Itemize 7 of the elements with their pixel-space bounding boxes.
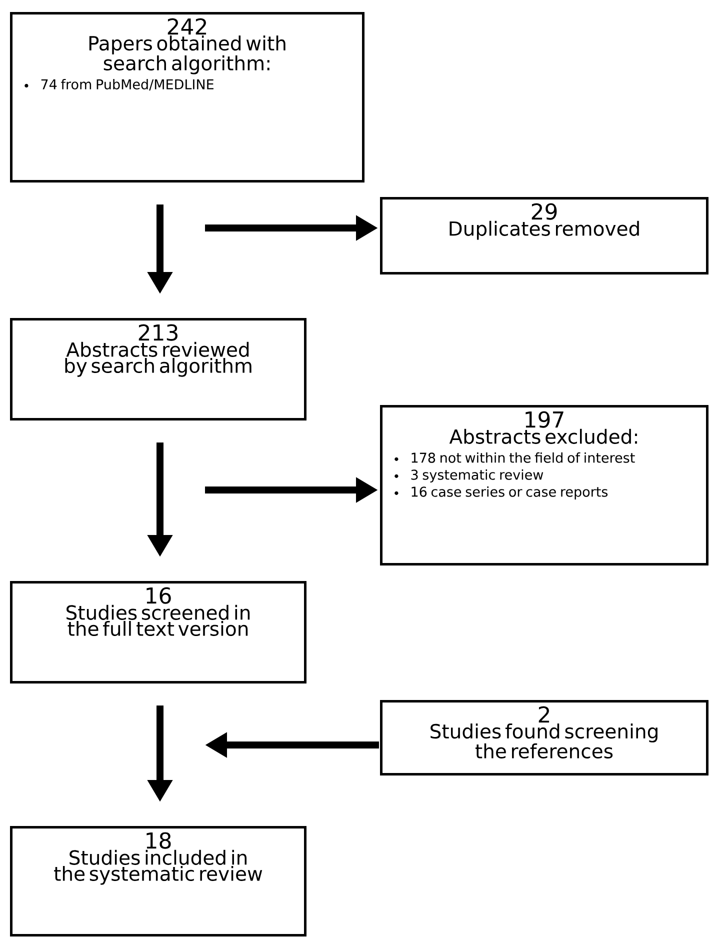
process-box: 242 Papers obtained with search algorithm: 74 from PubMed/MEDLINE	[10, 12, 364, 182]
process-box: 2 Studies found screening the references	[380, 700, 708, 776]
process-box: 213 Abstracts reviewed by search algorithm	[10, 318, 306, 420]
process-box: 29 Duplicates removed	[380, 197, 708, 274]
process-box: 197 Abstracts excluded: 178 not within the field of interest 3 systematic review 16 case series or case reports	[380, 405, 708, 566]
process-box: 16 Studies screened in the full text version	[10, 581, 306, 684]
process-box: 18 Studies included in the systematic review	[10, 826, 306, 936]
